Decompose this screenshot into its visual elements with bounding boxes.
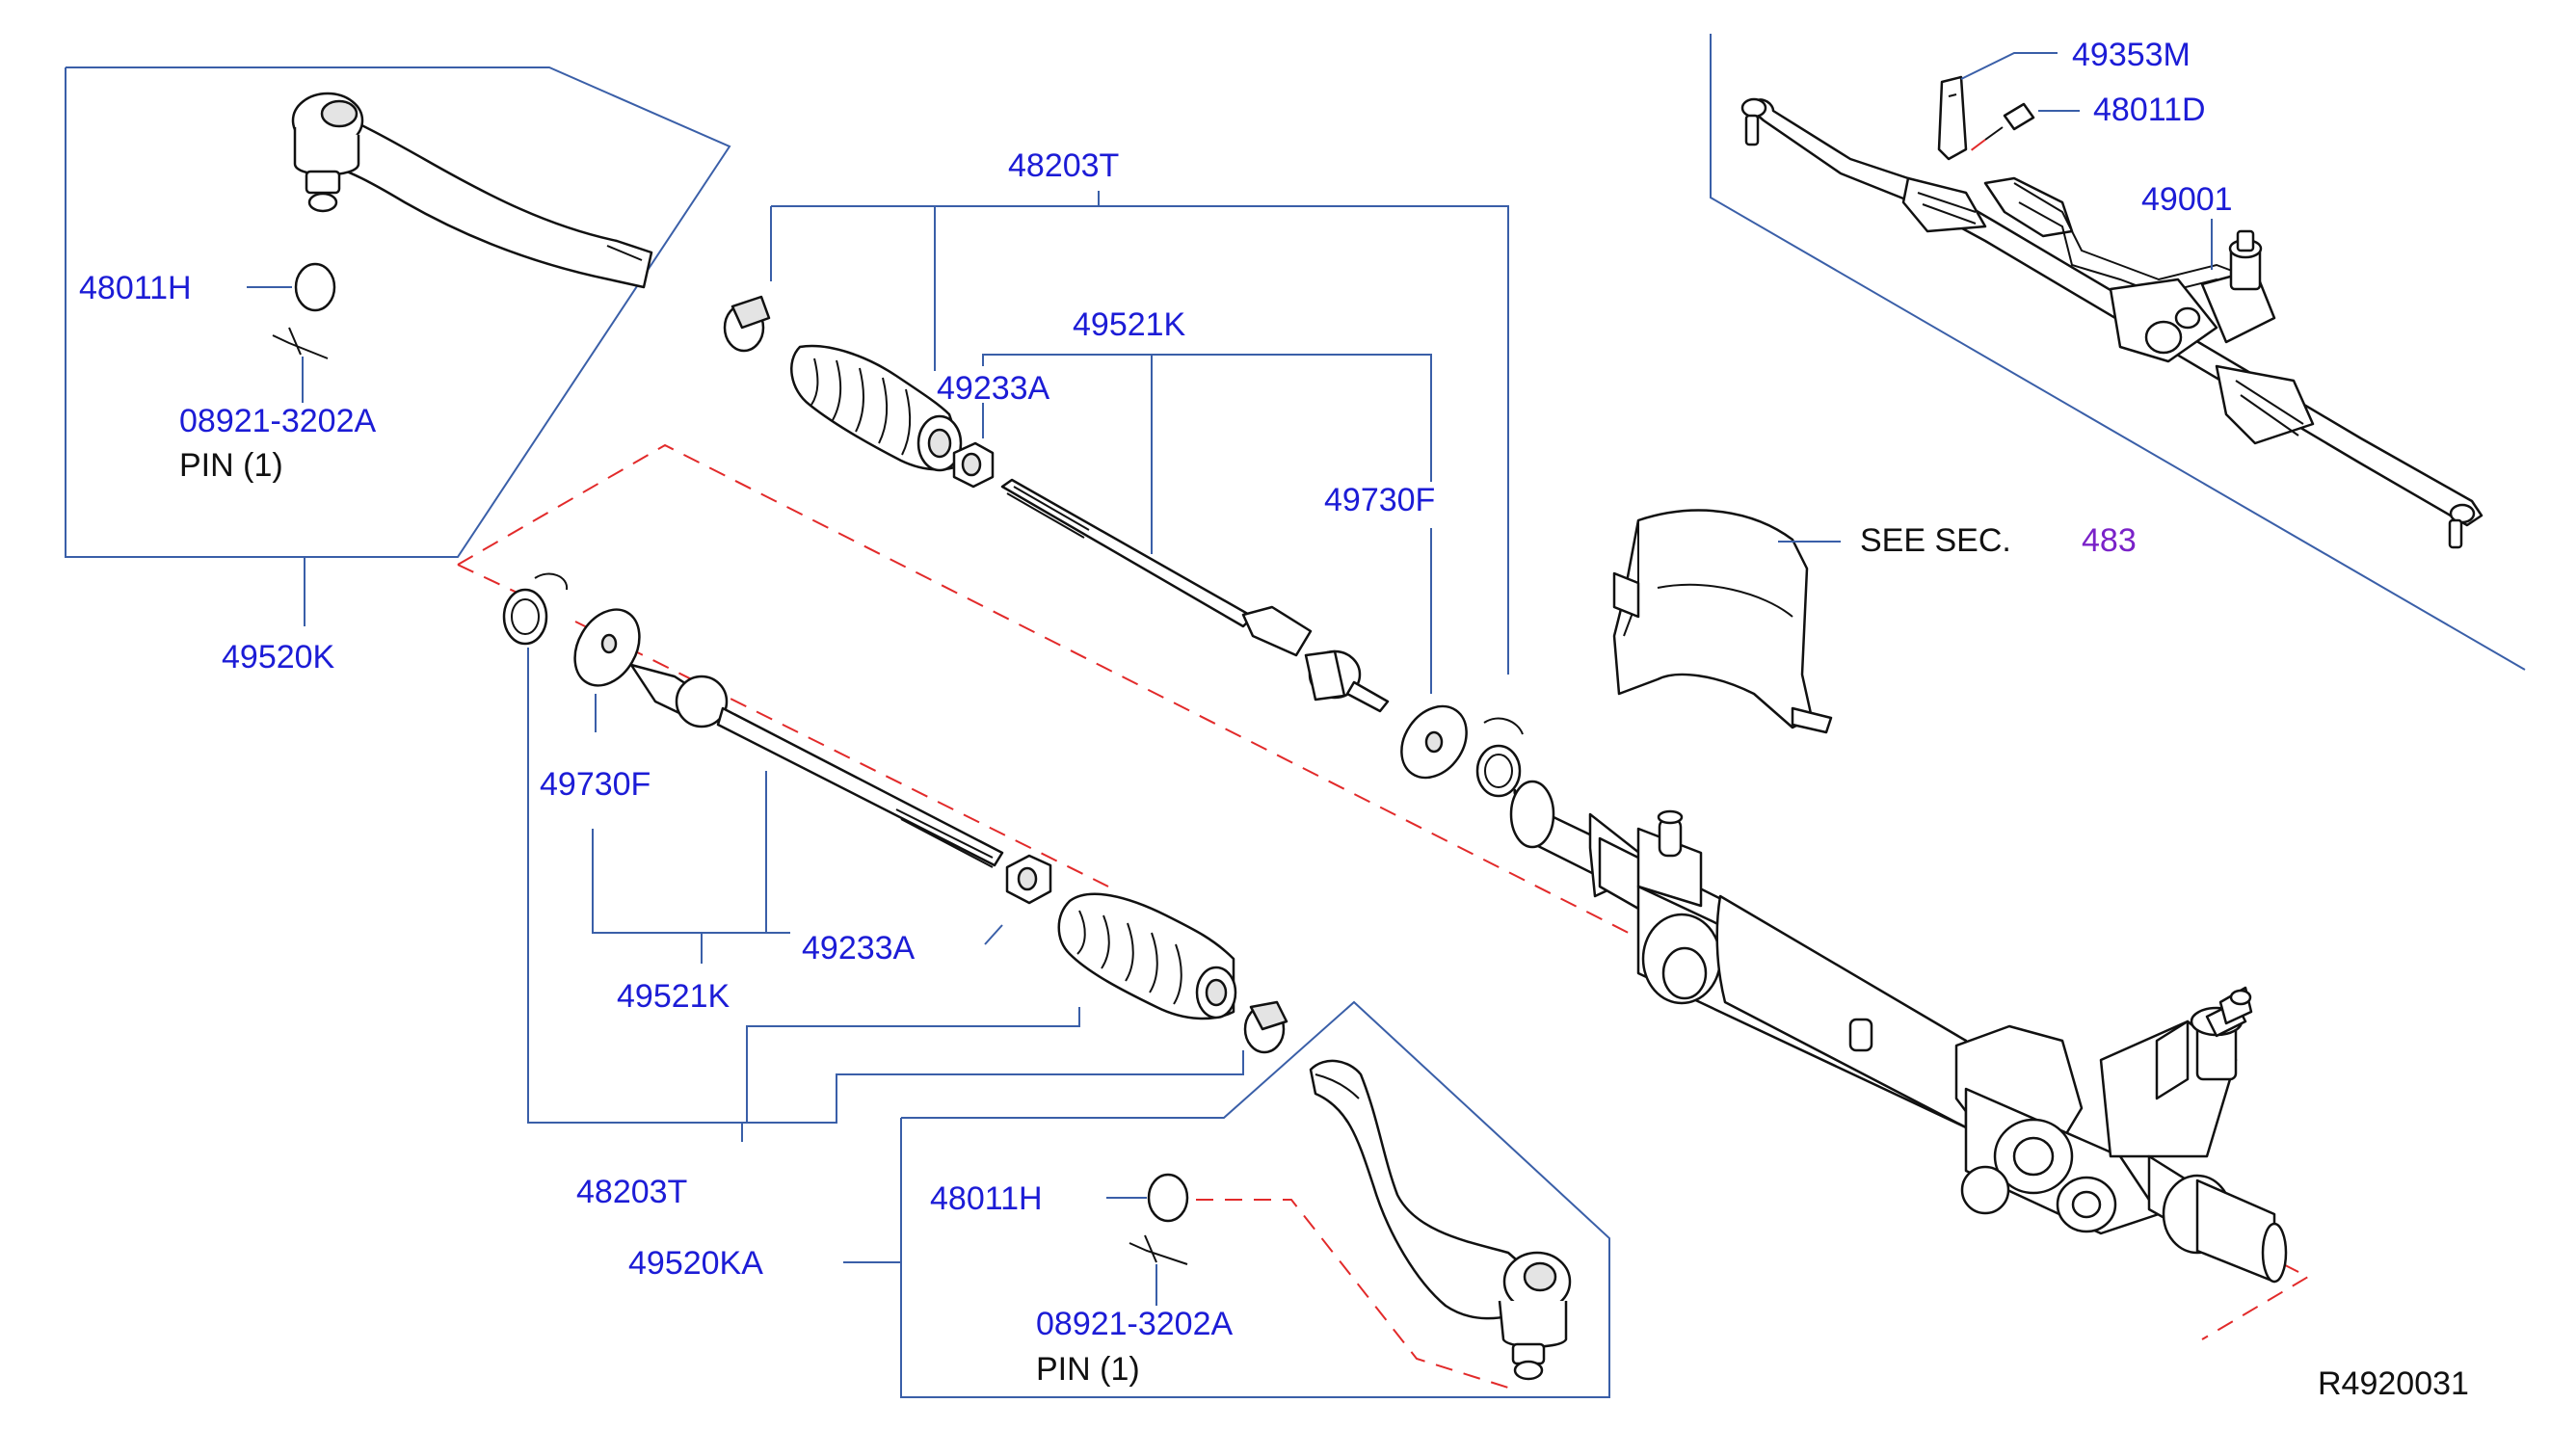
label-49520K: 49520K: [222, 639, 335, 675]
boot-bottom-icon: [1057, 892, 1237, 1020]
label-49730F-bottom: 49730F: [540, 766, 651, 803]
label-49233A-top: 49233A: [937, 370, 1050, 407]
label-pin-bottom: PIN (1): [1036, 1351, 1140, 1388]
nut-icon: [952, 441, 995, 489]
clip-ring-bottom-icon: [502, 572, 569, 646]
label-08921-3202A-top: 08921-3202A: [179, 403, 377, 439]
leaders-bottom-group: [527, 648, 1244, 1142]
label-49521K-bottom: 49521K: [617, 978, 730, 1015]
cotter-pin-cap-bottom-icon: [1147, 1173, 1189, 1223]
clamp-icon: [723, 295, 771, 353]
tie-rod-end-icon: [291, 92, 653, 289]
frame-overview: [1710, 34, 2526, 671]
label-49001: 49001: [2141, 181, 2233, 218]
leaders-49521K-top: [982, 354, 1432, 694]
label-49233A-bottom: 49233A: [802, 930, 916, 967]
nut-bottom-icon: [1005, 854, 1052, 905]
clip-ring-icon: [1475, 717, 1524, 798]
label-49521K-top: 49521K: [1073, 306, 1186, 343]
steering-rack-overview-icon: [1740, 97, 2483, 549]
label-48203T-bottom: 48203T: [576, 1174, 687, 1210]
cotter-pin-bottom-icon: [1129, 1234, 1188, 1306]
frame-tie-rod-end-bottom: [843, 1000, 1610, 1398]
label-pin-top: PIN (1): [179, 447, 283, 484]
label-48011H-bottom: 48011H: [930, 1180, 1043, 1217]
label-49730F-top: 49730F: [1324, 482, 1435, 518]
bolt-icon: [1965, 102, 2035, 155]
inner-tie-rod-icon: [1000, 478, 1390, 713]
heat-shield-icon: [1612, 509, 1833, 734]
label-see-sec: SEE SEC.: [1860, 522, 2011, 559]
label-48011H-top: 48011H: [79, 270, 192, 306]
boot-icon: [790, 344, 968, 472]
leaders-48203T-top: [770, 191, 1509, 675]
clamp-bottom-icon: [1243, 1000, 1288, 1054]
label-49353M: 49353M: [2072, 37, 2191, 73]
washer-bottom-icon: [573, 608, 641, 687]
label-48011D: 48011D: [2093, 92, 2206, 128]
label-48203T-top: 48203T: [1008, 147, 1119, 184]
tie-rod-end-bottom-icon: [1309, 1059, 1572, 1381]
bracket-icon: [1937, 75, 1968, 161]
cotter-pin-icon: [272, 327, 329, 403]
label-08921-3202A-bottom: 08921-3202A: [1036, 1306, 1234, 1342]
cotter-pin-cap-icon: [294, 262, 336, 312]
frame-tie-rod-end-top: [65, 66, 731, 626]
inner-tie-rod-bottom-icon: [629, 663, 1004, 868]
washer-icon: [1400, 704, 1468, 780]
diagram-id: R4920031: [2318, 1365, 2469, 1402]
steering-rack-icon: [1509, 780, 2288, 1284]
label-sec-483[interactable]: 483: [2082, 522, 2137, 559]
dashed-guide: [457, 443, 2311, 1389]
label-49520KA: 49520KA: [628, 1245, 763, 1282]
